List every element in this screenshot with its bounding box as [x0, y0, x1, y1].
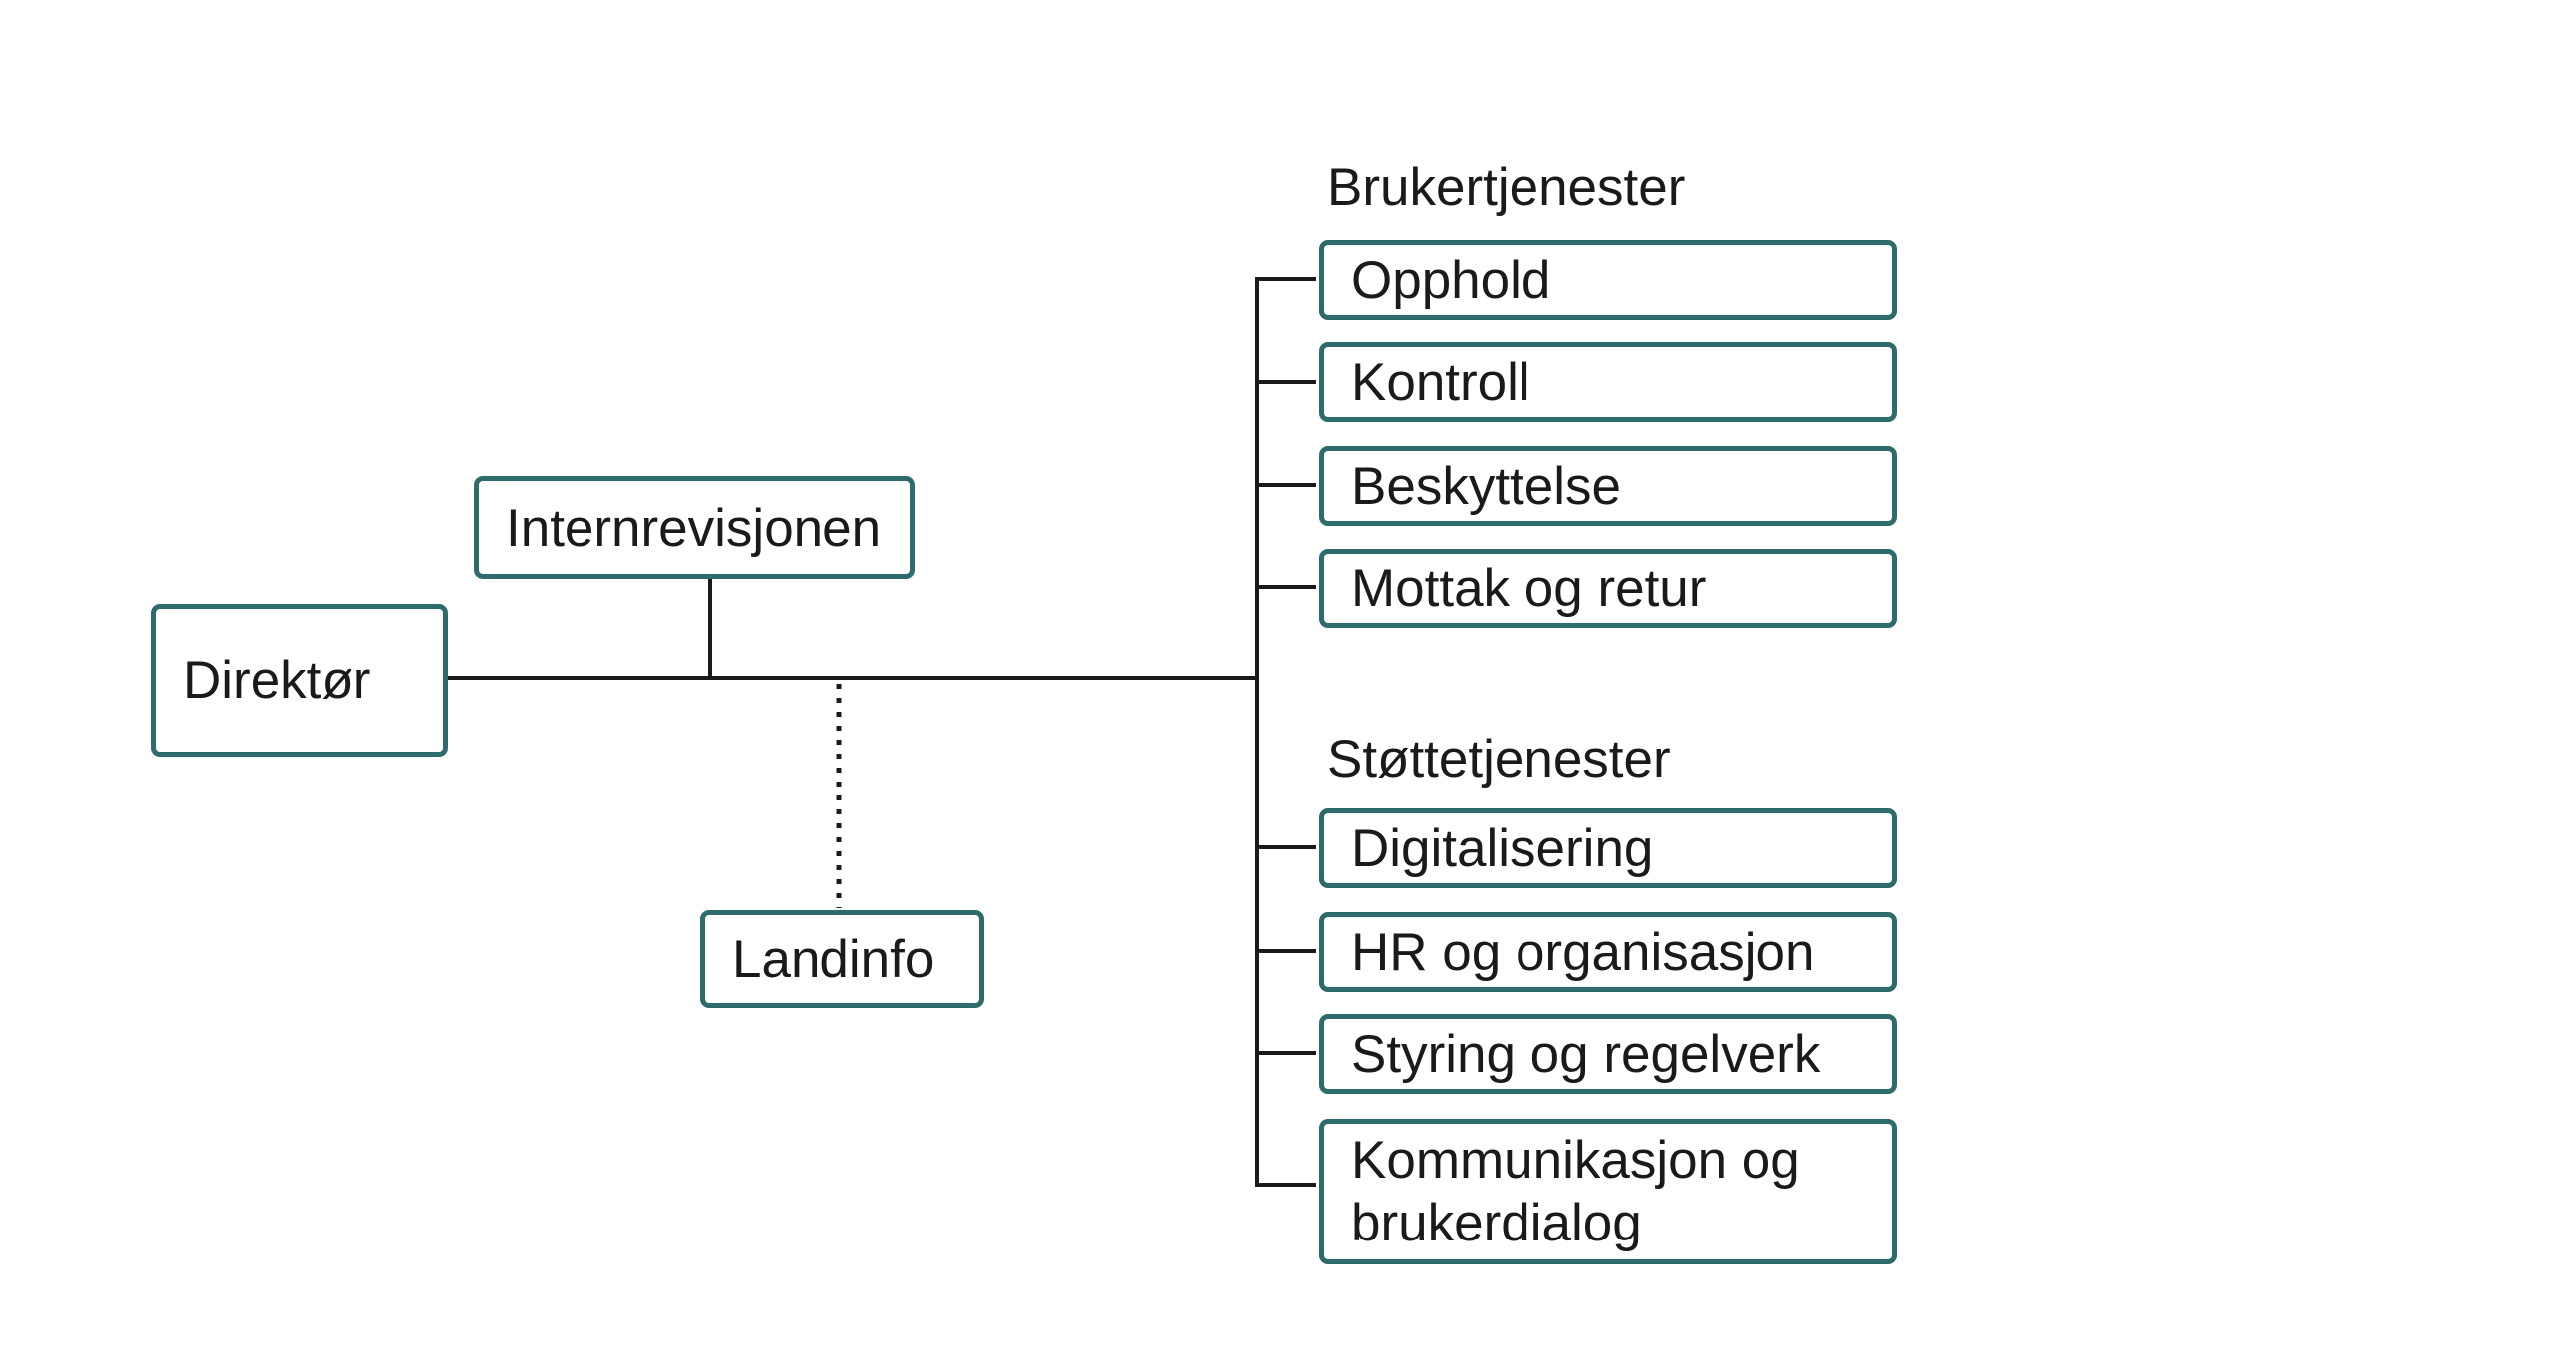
user-services-heading: Brukertjenester: [1327, 158, 1686, 217]
landinfo-label: Landinfo: [732, 929, 935, 989]
unit-kommunikasjon-box: Kommunikasjon og brukerdialog: [1319, 1119, 1897, 1264]
unit-opphold-label: Opphold: [1351, 250, 1551, 310]
unit-kommunikasjon-line1: Kommunikasjon og: [1351, 1131, 1800, 1190]
internal-audit-label: Internrevisjonen: [506, 498, 882, 558]
unit-mottak-box: Mottak og retur: [1319, 549, 1897, 628]
support-services-heading: Støttetjenester: [1327, 730, 1671, 789]
unit-kommunikasjon-line2: brukerdialog: [1351, 1194, 1642, 1252]
unit-opphold-box: Opphold: [1319, 240, 1897, 320]
unit-digitalisering-label: Digitalisering: [1351, 818, 1654, 878]
unit-digitalisering-box: Digitalisering: [1319, 808, 1897, 888]
internal-audit-box: Internrevisjonen: [474, 476, 915, 579]
unit-styring-label: Styring og regelverk: [1351, 1024, 1821, 1084]
unit-beskyttelse-label: Beskyttelse: [1351, 456, 1622, 516]
unit-beskyttelse-box: Beskyttelse: [1319, 446, 1897, 526]
unit-kontroll-box: Kontroll: [1319, 342, 1897, 422]
director-box: Direktør: [151, 604, 448, 757]
unit-kommunikasjon-text: Kommunikasjon og brukerdialog: [1351, 1129, 1800, 1254]
director-label: Direktør: [183, 651, 371, 710]
unit-mottak-label: Mottak og retur: [1351, 559, 1707, 618]
unit-kontroll-label: Kontroll: [1351, 352, 1530, 412]
unit-hr-label: HR og organisasjon: [1351, 922, 1815, 982]
landinfo-box: Landinfo: [700, 910, 984, 1008]
unit-styring-box: Styring og regelverk: [1319, 1014, 1897, 1094]
unit-hr-box: HR og organisasjon: [1319, 912, 1897, 992]
